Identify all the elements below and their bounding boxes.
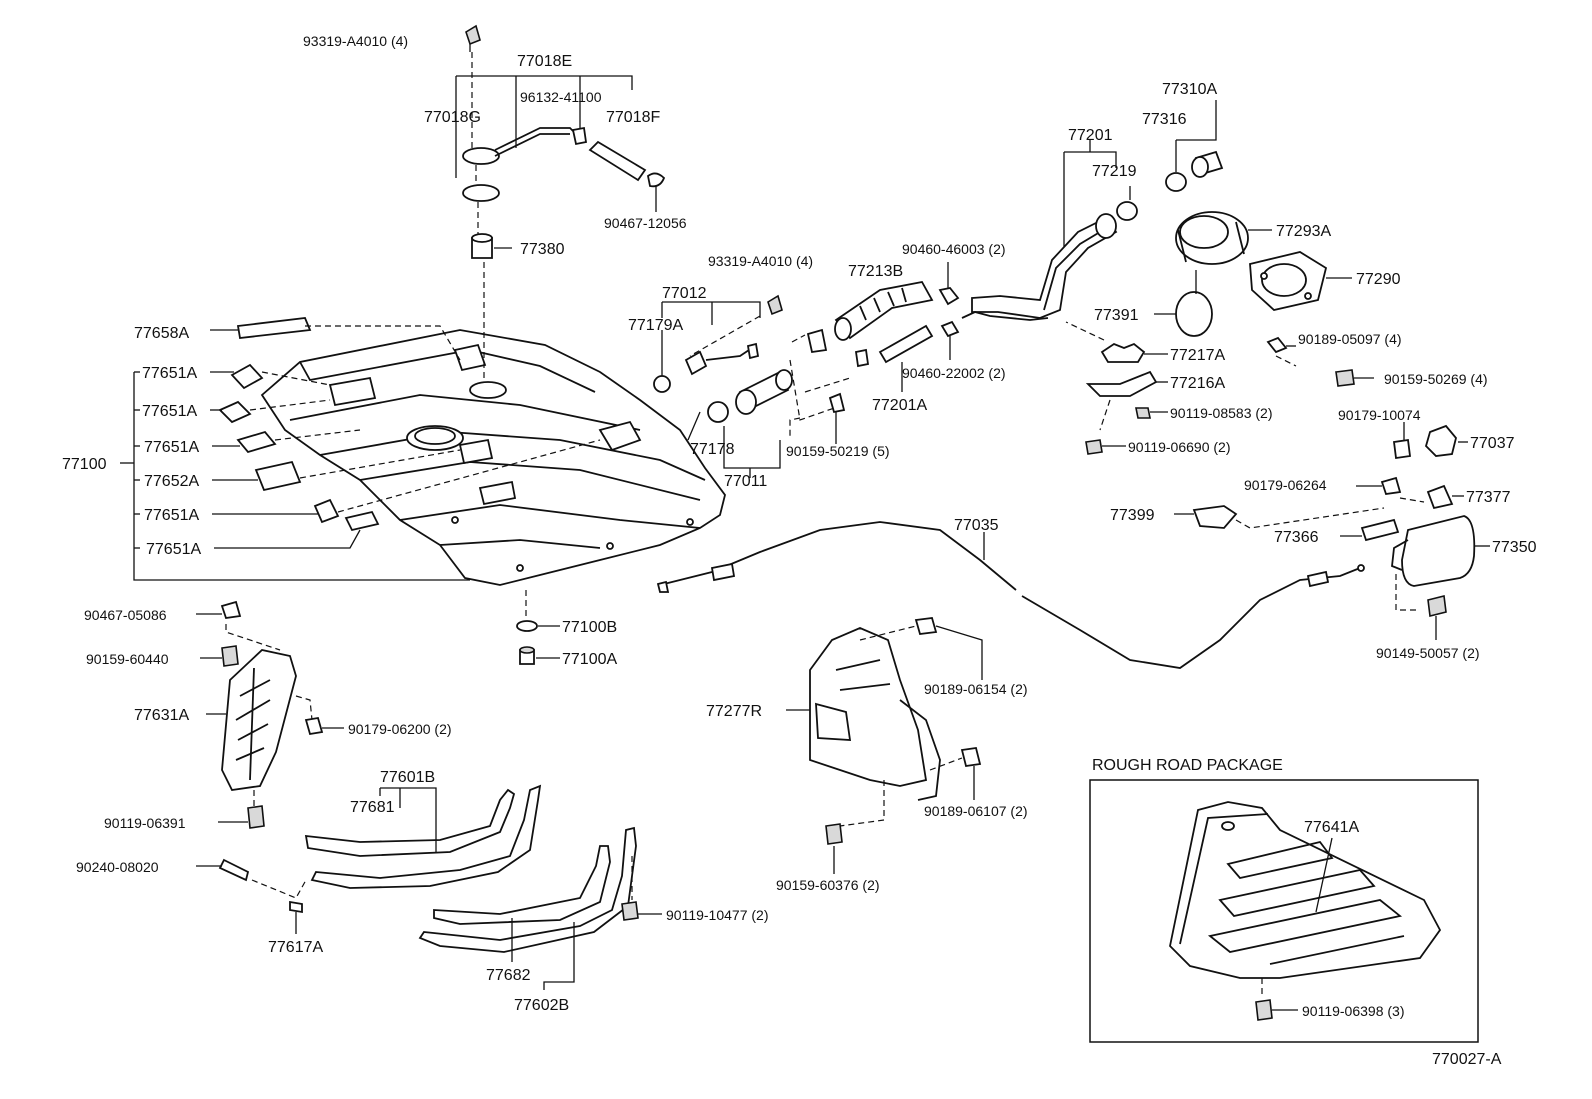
bracket-77100 bbox=[120, 325, 601, 581]
label-77201: 77201 bbox=[1068, 127, 1113, 144]
label-90159-50269: 90159-50269 (4) bbox=[1384, 371, 1488, 387]
label-77100: 77100 bbox=[62, 456, 107, 473]
label-90189-05097: 90189-05097 (4) bbox=[1298, 331, 1402, 347]
label-77310a: 77310A bbox=[1162, 81, 1217, 98]
label-77366: 77366 bbox=[1274, 529, 1319, 546]
tank-straps bbox=[304, 784, 662, 990]
label-90179-10074: 90179-10074 bbox=[1338, 407, 1421, 423]
label-90460-46003: 90460-46003 (2) bbox=[902, 241, 1006, 257]
diagram-reference-code: 770027-A bbox=[1432, 1051, 1502, 1068]
label-77658a: 77658A bbox=[134, 325, 189, 342]
label-77037: 77037 bbox=[1470, 435, 1515, 452]
label-90189-06154: 90189-06154 (2) bbox=[924, 681, 1028, 697]
fuel-pump-assembly bbox=[196, 600, 344, 829]
label-77631a: 77631A bbox=[134, 707, 189, 724]
label-90159-60376: 90159-60376 (2) bbox=[776, 877, 880, 893]
label-77391: 77391 bbox=[1094, 307, 1139, 324]
label-77316: 77316 bbox=[1142, 111, 1187, 128]
strap-bolt bbox=[196, 858, 307, 934]
label-77018e: 77018E bbox=[517, 53, 572, 70]
label-93319-a4010-mid: 93319-A4010 (4) bbox=[708, 253, 813, 269]
breather-hose-77201a bbox=[878, 320, 960, 392]
label-rough-road-package: ROUGH ROAD PACKAGE bbox=[1092, 757, 1283, 774]
label-77651a-5: 77651A bbox=[146, 541, 201, 558]
label-77277r: 77277R bbox=[706, 703, 762, 720]
label-77018g: 77018G bbox=[424, 109, 481, 126]
label-77617a: 77617A bbox=[268, 939, 323, 956]
label-77293a: 77293A bbox=[1276, 223, 1331, 240]
label-77651a-4: 77651A bbox=[144, 507, 199, 524]
label-77602b: 77602B bbox=[514, 997, 569, 1014]
label-90119-06690: 90119-06690 (2) bbox=[1128, 439, 1230, 455]
label-77652a: 77652A bbox=[144, 473, 199, 490]
label-77651a-3: 77651A bbox=[144, 439, 199, 456]
label-77178: 77178 bbox=[690, 441, 735, 458]
label-90179-06264: 90179-06264 bbox=[1244, 477, 1327, 493]
label-77682: 77682 bbox=[486, 967, 531, 984]
tank-pads bbox=[218, 317, 380, 532]
label-77201a: 77201A bbox=[872, 397, 927, 414]
fuel-tank bbox=[260, 329, 726, 586]
label-90119-08583: 90119-08583 (2) bbox=[1170, 405, 1272, 421]
label-77651a-1: 77651A bbox=[142, 365, 197, 382]
label-77651a-2: 77651A bbox=[142, 403, 197, 420]
label-90467-05086: 90467-05086 bbox=[84, 607, 167, 623]
label-90119-06398: 90119-06398 (3) bbox=[1302, 1003, 1404, 1019]
label-77179a: 77179A bbox=[628, 317, 683, 334]
fuel-cap-assembly bbox=[1129, 100, 1352, 337]
label-90159-50219: 90159-50219 (5) bbox=[786, 443, 890, 459]
label-77601b: 77601B bbox=[380, 769, 435, 786]
label-90189-06107: 90189-06107 (2) bbox=[924, 803, 1028, 819]
label-77399: 77399 bbox=[1110, 507, 1155, 524]
sender-gauge-assembly bbox=[455, 24, 666, 380]
label-90159-60440: 90159-60440 bbox=[86, 651, 169, 667]
label-90467-12056: 90467-12056 bbox=[604, 215, 687, 231]
label-93319-a4010-top: 93319-A4010 (4) bbox=[303, 33, 408, 49]
rough-road-package-box bbox=[1089, 779, 1479, 1043]
opener-cable-77035 bbox=[656, 521, 1365, 669]
label-77641a: 77641A bbox=[1304, 819, 1359, 836]
filler-hose-77213b bbox=[834, 262, 960, 341]
label-90240-08020: 90240-08020 bbox=[76, 859, 159, 875]
label-90179-06200: 90179-06200 (2) bbox=[348, 721, 452, 737]
right-side-fasteners bbox=[1174, 336, 1490, 640]
label-90460-22002: 90460-22002 (2) bbox=[902, 365, 1006, 381]
label-77011: 77011 bbox=[724, 473, 767, 490]
vent-valve-assembly bbox=[653, 294, 870, 478]
label-77012: 77012 bbox=[662, 285, 707, 302]
label-77219: 77219 bbox=[1092, 163, 1137, 180]
label-77350: 77350 bbox=[1492, 539, 1537, 556]
label-90119-06391: 90119-06391 bbox=[104, 815, 186, 831]
label-77377: 77377 bbox=[1466, 489, 1511, 506]
label-77100b: 77100B bbox=[562, 619, 617, 636]
label-77018f: 77018F bbox=[606, 109, 660, 126]
heat-insulator-77277r bbox=[786, 617, 983, 874]
label-77217a: 77217A bbox=[1170, 347, 1225, 364]
label-77216a: 77216A bbox=[1170, 375, 1225, 392]
label-90149-50057: 90149-50057 (2) bbox=[1376, 645, 1480, 661]
label-77213b: 77213B bbox=[848, 263, 903, 280]
label-77290: 77290 bbox=[1356, 271, 1401, 288]
label-77681: 77681 bbox=[350, 799, 395, 816]
label-77100a: 77100A bbox=[562, 651, 617, 668]
filler-brackets bbox=[1065, 321, 1168, 455]
label-90119-10477: 90119-10477 (2) bbox=[666, 907, 768, 923]
label-77035: 77035 bbox=[954, 517, 999, 534]
filler-pipe-77201 bbox=[961, 140, 1138, 321]
label-77380: 77380 bbox=[520, 241, 565, 258]
label-96132-41100: 96132-41100 bbox=[520, 89, 602, 105]
tank-bushings bbox=[516, 590, 560, 665]
